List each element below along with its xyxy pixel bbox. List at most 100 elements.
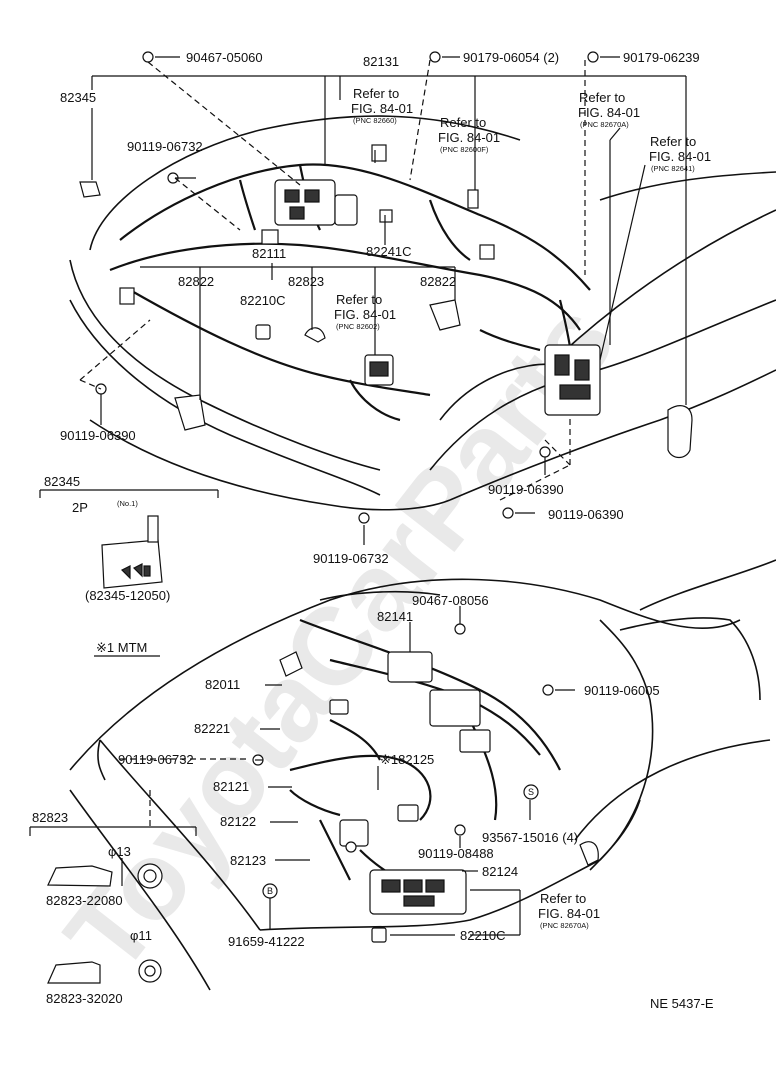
bottom-car-body [69,559,776,991]
inset-82345-note: (No.1) [117,499,138,508]
inset-82823: 82823 φ13 82823-22080 φ11 82823-32020 [29,810,197,1006]
inset-82823-phi13: φ13 [108,844,131,859]
footer-code: NE 5437-E [650,996,714,1011]
part-label-82241c: 82241C [366,244,412,259]
inset-82345-part: 82345 [44,474,80,489]
connector-cluster-right [544,344,601,416]
svg-text:Refer to: Refer to [440,115,486,130]
part-label-93567-15016: 93567-15016 (4) [482,830,578,845]
bolt-label-90119-06390-left: 90119-06390 [60,428,136,443]
svg-text:FIG. 84-01: FIG. 84-01 [351,101,413,116]
connector-82122 [339,819,369,847]
bolt-label-90119-06005: 90119-06005 [584,683,660,698]
inset-82823-pn1: 82823-22080 [46,893,123,908]
inset-82823-phi11: φ11 [130,928,152,943]
part-label-82125: ※182125 [380,752,434,767]
svg-text:Refer to: Refer to [650,134,696,149]
relay-box-bottom [429,689,481,727]
svg-text:(PNC 82641): (PNC 82641) [651,164,695,173]
bolt-label-90119-06390-mid: 90119-06390 [488,482,564,497]
hood-connectors [119,144,495,305]
refer-callout-82641: Refer to FIG. 84-01 (PNC 82641) [649,134,711,173]
svg-text:FIG. 84-01: FIG. 84-01 [334,307,396,322]
svg-text:(PNC 82660): (PNC 82660) [353,116,397,125]
part-label-82210c-bottom: 82210C [460,928,506,943]
bolt-label-90119-08488: 90119-08488 [418,846,494,861]
connector-82221 [329,699,349,715]
top-leader-lines [79,56,687,545]
mtm-note: ※1 MTM [96,640,147,655]
marker-b: B [262,883,278,899]
connector-82210c-part [255,324,271,340]
connector-82210c-bottom [371,927,387,943]
bolt-label-90467-08056: 90467-08056 [412,593,489,608]
wire-clip-right [579,841,599,866]
part-label-82822-left: 82822 [178,274,214,289]
svg-text:(PNC 82602): (PNC 82602) [336,322,380,331]
bracket-82822-left [174,394,206,431]
refer-callout-82670a: Refer to FIG. 84-01 (PNC 82670A) [578,90,640,129]
part-label-82121: 82121 [213,779,249,794]
grommet-82823-22080 [47,865,113,887]
svg-text:Refer to: Refer to [353,86,399,101]
bolt-label-90179-06054: 90179-06054 (2) [463,50,559,65]
part-label-82221: 82221 [194,721,230,736]
inset-82345-pins: 2P [72,500,88,515]
bolt-label-90467-05060: 90467-05060 [186,50,263,65]
connector-bottom [459,729,491,753]
svg-text:(PNC 82670A): (PNC 82670A) [580,120,629,129]
inset-82345-pn: (82345-12050) [85,588,170,603]
svg-text:FIG. 84-01: FIG. 84-01 [649,149,711,164]
top-bolts [95,51,599,524]
grommet-82823-part [304,327,326,343]
refer-callout-82660: Refer to FIG. 84-01 (PNC 82660) [351,86,413,125]
svg-text:Refer to: Refer to [579,90,625,105]
refer-callout-82670a-bottom: Refer to FIG. 84-01 (PNC 82670A) [538,891,600,930]
part-label-82141: 82141 [377,609,413,624]
part-label-82822-right: 82822 [420,274,456,289]
part-label-82122: 82122 [220,814,256,829]
bolt-label-90119-06732: 90119-06732 [127,139,203,154]
side-connector-part [667,405,693,459]
part-label-82823: 82823 [288,274,324,289]
marker-s: S [523,784,539,800]
part-label-82124: 82124 [482,864,518,879]
fuse-block-82241c [364,354,394,386]
refer-callout-82602: Refer to FIG. 84-01 (PNC 82602) [334,292,396,331]
svg-text:FIG. 84-01: FIG. 84-01 [578,105,640,120]
svg-text:Refer to: Refer to [540,891,586,906]
svg-text:(PNC 82600F): (PNC 82600F) [440,145,489,154]
bolt-label-90119-06732-bottom: 90119-06732 [313,551,389,566]
bottom-leader-lines [120,606,575,936]
part-label-82111: 82111 [252,246,286,261]
bracket-82822-right [429,299,461,331]
top-car-body [69,115,776,511]
connector-82125 [397,804,419,822]
top-labels: 90467-05060 90179-06054 (2) 90179-06239 … [60,50,700,566]
bottom-labels: 90467-08056 82141 82011 90119-06005 8222… [118,593,660,949]
grommet-82823-32020 [47,961,101,984]
inset-82823-pn2: 82823-32020 [46,991,123,1006]
bolt-label-90179-06239: 90179-06239 [623,50,700,65]
connector-82011 [279,651,303,677]
part-label-82011: 82011 [205,677,240,692]
relay-block-82111 [274,179,358,226]
part-label-82210c: 82210C [240,293,286,308]
svg-text:FIG. 84-01: FIG. 84-01 [538,906,600,921]
inset-82345: 82345 2P (No.1) (82345-12050) [39,474,219,603]
part-label-91659-41222: 91659-41222 [228,934,305,949]
junction-82141 [387,651,433,683]
bolt-label-90119-06732-b: 90119-06732 [118,752,194,767]
refer-callout-82600f: Refer to FIG. 84-01 (PNC 82600F) [438,115,500,154]
bottom-components [279,651,599,943]
wire-terminal-82123 [345,841,357,853]
part-label-82345: 82345 [60,90,96,105]
part-label-82131: 82131 [363,54,399,69]
part-label-82123: 82123 [230,853,266,868]
svg-text:Refer to: Refer to [336,292,382,307]
bolt-label-90119-06390-right: 90119-06390 [548,507,624,522]
inset-82823-part: 82823 [32,810,68,825]
connector-82345-part [79,181,101,198]
svg-text:S: S [528,787,534,797]
